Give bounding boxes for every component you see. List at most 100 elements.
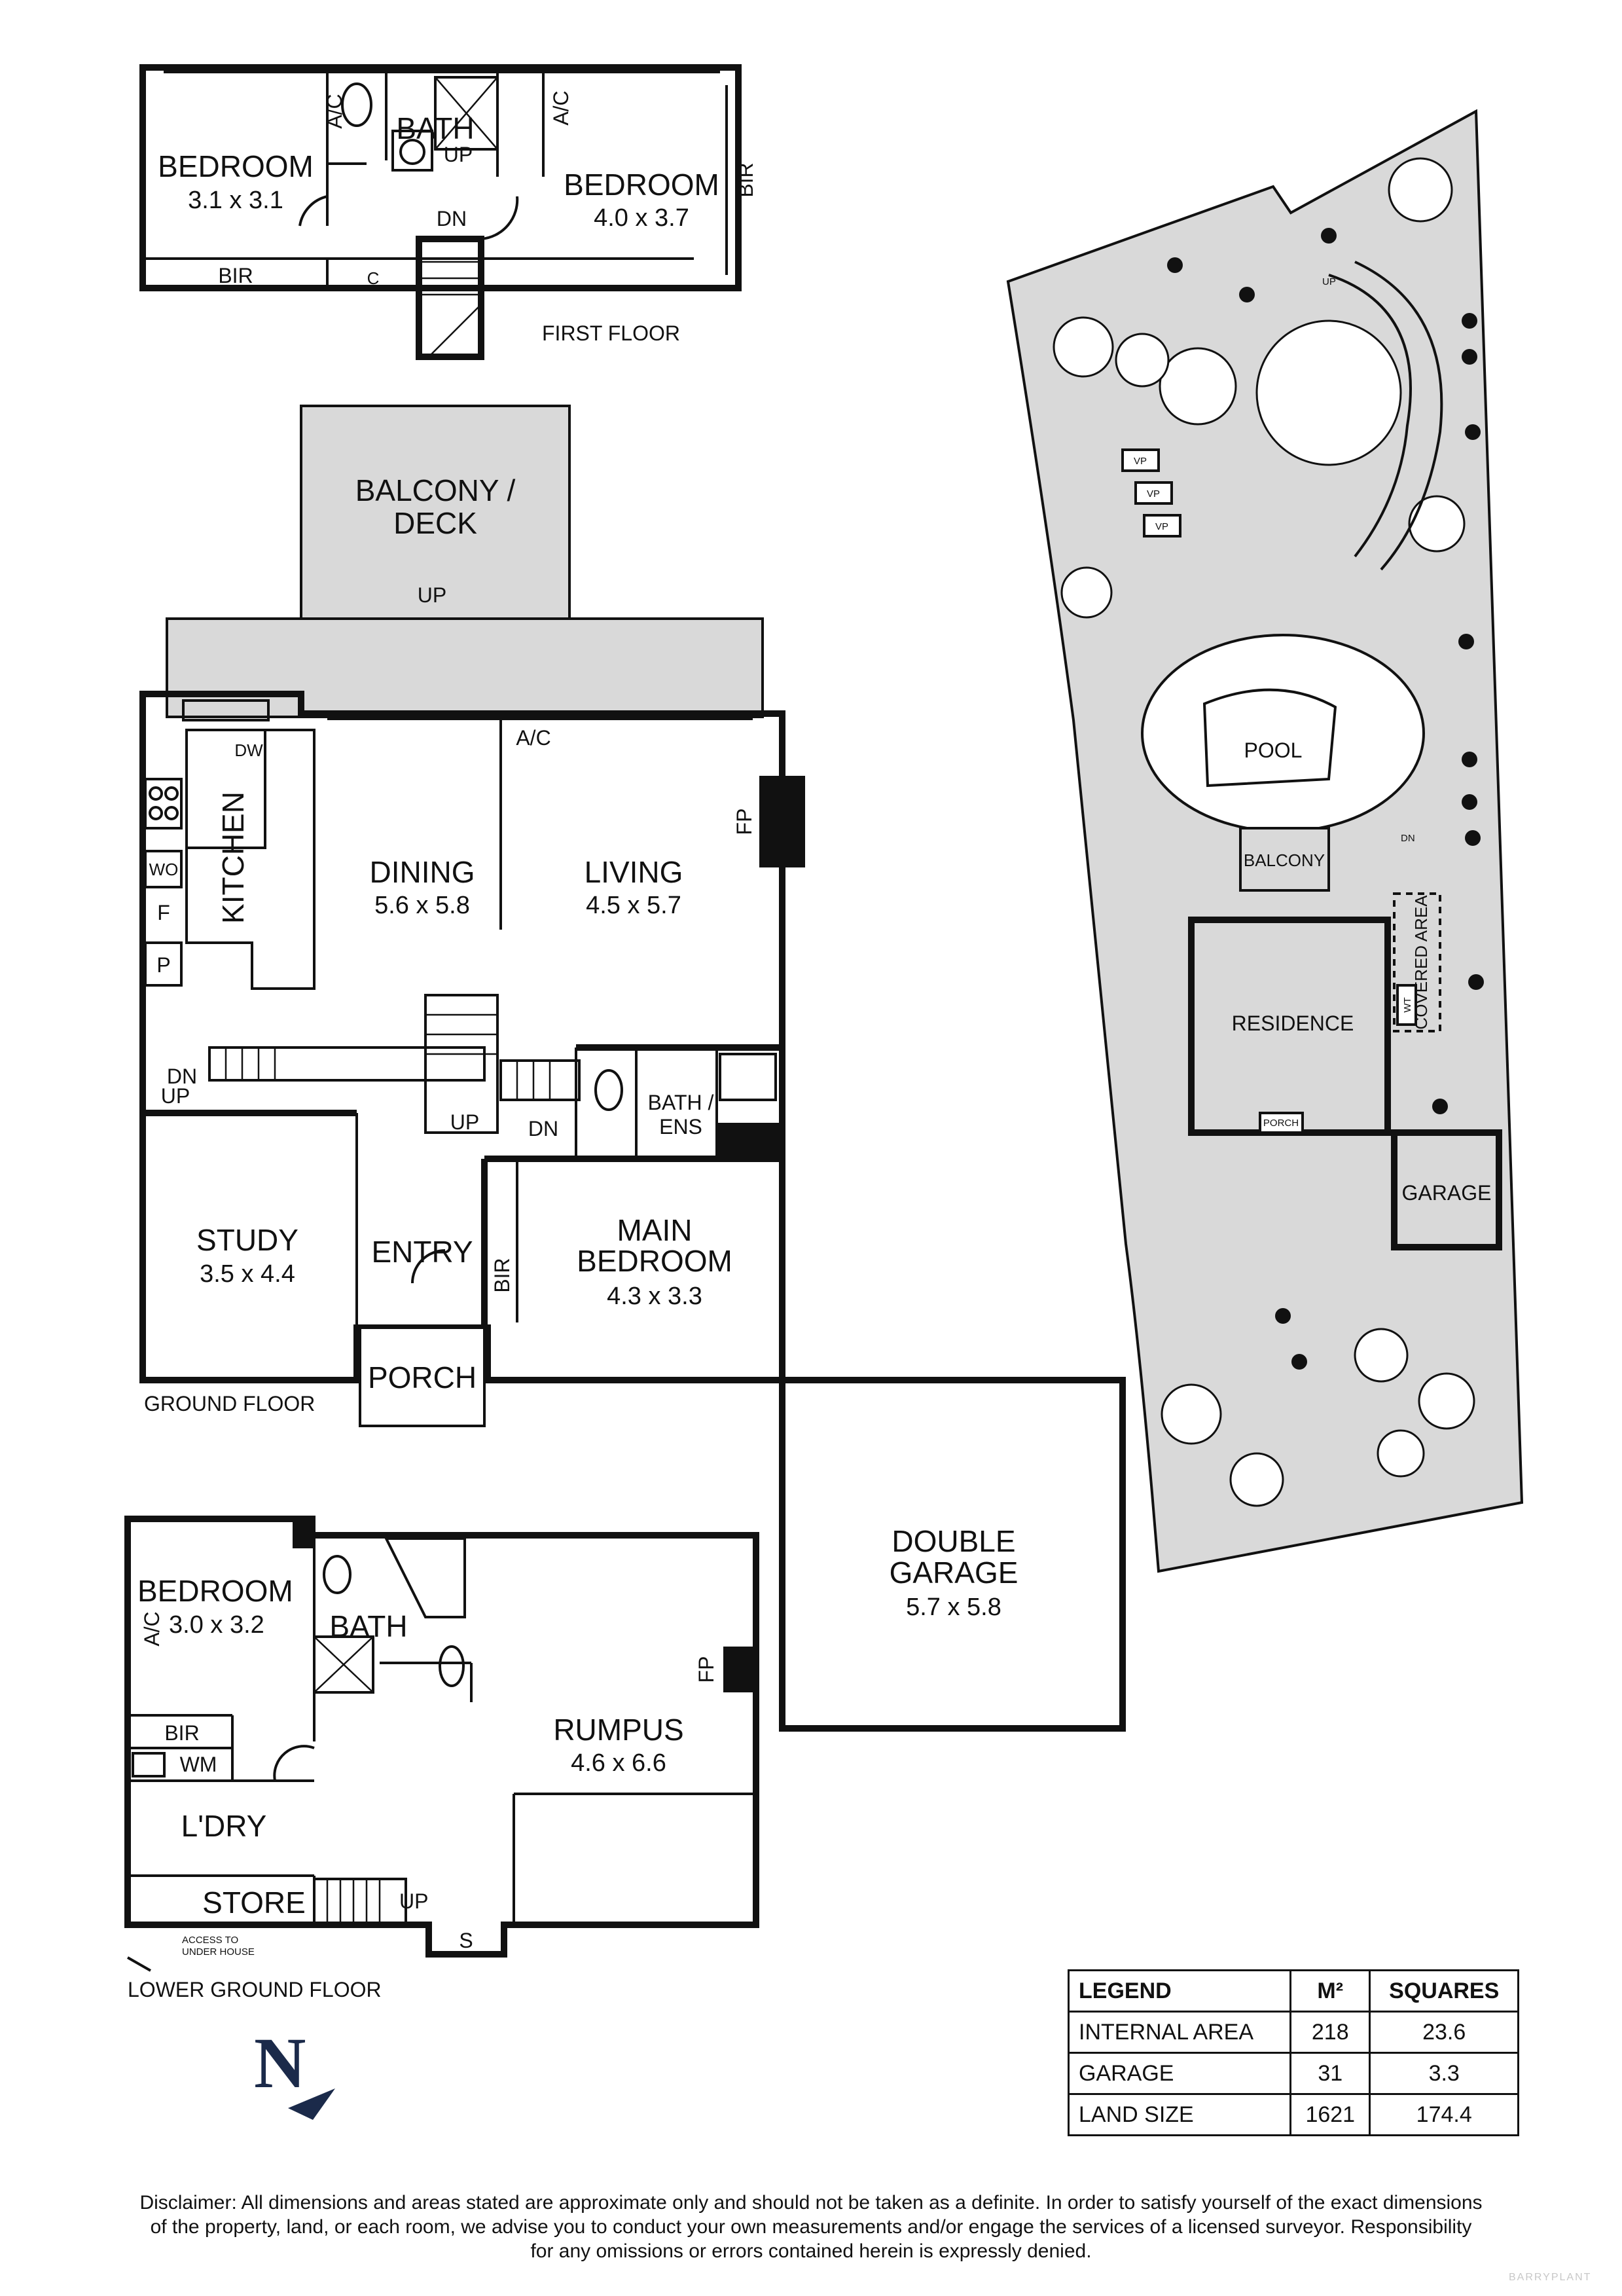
lower-bedroom-dims: 3.0 x 3.2 xyxy=(169,1611,264,1639)
garage-dims: 5.7 x 5.8 xyxy=(906,1594,1001,1621)
legend-row-land: LAND SIZE 1621 174.4 xyxy=(1067,2093,1519,2136)
watermark-logo: BARRYPLANT xyxy=(1509,2272,1592,2283)
rumpus-label: RUMPUS xyxy=(553,1713,683,1747)
stair-dn-mark: DN xyxy=(528,1117,558,1140)
main-bedroom-label: MAIN xyxy=(617,1213,693,1247)
left-stair-dn-mark: DN xyxy=(167,1065,197,1088)
site-pool-label: POOL xyxy=(1244,738,1303,762)
site-balcony-label: BALCONY xyxy=(1244,850,1325,870)
entry-label: ENTRY xyxy=(371,1235,473,1269)
first-cupboard: C xyxy=(367,268,380,288)
study-label: STUDY xyxy=(196,1223,298,1257)
legend-cell: 1621 xyxy=(1289,2093,1371,2136)
lower-bedroom-label: BEDROOM xyxy=(137,1574,293,1608)
dining-dims: 5.6 x 5.8 xyxy=(374,892,470,919)
area-legend-table: LEGEND M² SQUARES INTERNAL AREA 218 23.6… xyxy=(1067,1969,1519,2136)
site-wt-label: WT xyxy=(1402,997,1413,1012)
first-stair-dn: DN xyxy=(437,207,467,230)
living-dims: 4.5 x 5.7 xyxy=(586,892,681,919)
north-arrow-icon xyxy=(288,2088,335,2120)
stair-up-mark: UP xyxy=(450,1110,479,1134)
legend-header-row: LEGEND M² SQUARES xyxy=(1067,1969,1519,2013)
disclaimer-line: of the property, land, or each room, we … xyxy=(150,2216,1472,2238)
dining-label: DINING xyxy=(370,855,475,889)
left-stair-up-mark: UP xyxy=(161,1084,190,1108)
ensuite-label: BATH / xyxy=(648,1091,714,1114)
garage-label: DOUBLE xyxy=(892,1524,1015,1558)
lower-ac-mark: A/C xyxy=(140,1611,164,1646)
legend-row-garage: GARAGE 31 3.3 xyxy=(1067,2052,1519,2095)
rumpus-dims: 4.6 x 6.6 xyxy=(571,1749,666,1777)
legend-cell: LAND SIZE xyxy=(1067,2093,1292,2136)
lower-bir-label: BIR xyxy=(164,1721,199,1745)
rumpus-fireplace-mark: FP xyxy=(694,1656,718,1683)
study-dims: 3.5 x 4.4 xyxy=(200,1260,295,1288)
main-bedroom-bir-mark: BIR xyxy=(490,1258,514,1292)
site-vp-3: VP xyxy=(1155,521,1168,532)
site-garage-label: GARAGE xyxy=(1402,1181,1492,1205)
first-floor-plan: BEDROOM 3.1 x 3.1 BATH BEDROOM 4.0 x 3.7… xyxy=(139,64,757,360)
disclaimer-line: Disclaimer: All dimensions and areas sta… xyxy=(139,2192,1483,2214)
legend-row-internal: INTERNAL AREA 218 23.6 xyxy=(1067,2011,1519,2054)
living-ac-mark: A/C xyxy=(516,726,550,750)
access-under-house-2: UNDER HOUSE xyxy=(182,1946,255,1958)
kitchen-label: KITCHEN xyxy=(216,792,250,924)
site-porch-label: PORCH xyxy=(1263,1118,1299,1129)
north-letter: N xyxy=(254,2023,306,2103)
first-bir-right: BIR xyxy=(734,162,757,197)
ensuite-label-2: ENS xyxy=(659,1115,702,1139)
legend-cell: 31 xyxy=(1289,2052,1371,2095)
lower-s-mark: S xyxy=(459,1929,473,1952)
legend-cell: 3.3 xyxy=(1369,2052,1519,2095)
ground-floor-name: GROUND FLOOR xyxy=(144,1392,315,1415)
laundry-label: L'DRY xyxy=(181,1809,267,1843)
first-ac-left: A/C xyxy=(323,94,346,128)
legend-cell: 218 xyxy=(1289,2011,1371,2054)
fridge-mark: F xyxy=(157,901,170,924)
site-vp-1: VP xyxy=(1134,456,1147,467)
disclaimer-line: for any omissions or errors contained he… xyxy=(530,2240,1092,2262)
first-bir-bottom: BIR xyxy=(218,264,253,287)
first-bedroom-left-label: BEDROOM xyxy=(158,149,314,183)
disclaimer-text: Disclaimer: All dimensions and areas sta… xyxy=(65,2191,1557,2263)
first-bedroom-right-dims: 4.0 x 3.7 xyxy=(594,204,689,232)
wall-oven-mark: WO xyxy=(149,860,179,879)
legend-cell: 174.4 xyxy=(1369,2093,1519,2136)
legend-cell: INTERNAL AREA xyxy=(1067,2011,1292,2054)
lower-bath-label: BATH xyxy=(329,1609,407,1643)
access-under-house-1: ACCESS TO xyxy=(182,1935,238,1946)
living-label: LIVING xyxy=(585,855,683,889)
legend-cell: 23.6 xyxy=(1369,2011,1519,2054)
site-up-mark: UP xyxy=(1322,276,1336,287)
site-residence-label: RESIDENCE xyxy=(1232,1011,1354,1035)
first-bedroom-right-label: BEDROOM xyxy=(564,168,719,202)
legend-header-legend: LEGEND xyxy=(1067,1969,1292,2013)
first-floor-name: FIRST FLOOR xyxy=(542,321,680,345)
north-compass: N xyxy=(254,2023,335,2120)
site-vp-2: VP xyxy=(1147,488,1160,500)
deck-up: UP xyxy=(418,583,446,607)
legend-header-m2: M² xyxy=(1289,1969,1371,2013)
dishwasher-mark: DW xyxy=(234,740,263,760)
site-plan: POOL BALCONY RESIDENCE PORCH COVERED ARE… xyxy=(1006,109,1524,1573)
first-bath-label: BATH xyxy=(396,111,474,145)
legend-cell: GARAGE xyxy=(1067,2052,1292,2095)
store-label: STORE xyxy=(202,1886,306,1920)
living-fireplace-mark: FP xyxy=(732,809,756,835)
first-ac-right: A/C xyxy=(549,90,573,125)
site-dn-mark: DN xyxy=(1401,833,1415,844)
first-bedroom-left-dims: 3.1 x 3.1 xyxy=(188,187,283,214)
pantry-mark: P xyxy=(156,953,170,977)
lower-floor-plan: BEDROOM 3.0 x 3.2 A/C BATH FP RUMPUS 4.6… xyxy=(124,1516,759,2001)
porch-label: PORCH xyxy=(368,1360,477,1394)
balcony-label-2: DECK xyxy=(393,506,477,540)
balcony-label: BALCONY / xyxy=(355,473,516,507)
main-bedroom-dims: 4.3 x 3.3 xyxy=(607,1283,702,1310)
garage-label-2: GARAGE xyxy=(890,1556,1018,1590)
legend-header-squares: SQUARES xyxy=(1369,1969,1519,2013)
ground-floor-plan: BALCONY / DECK UP xyxy=(139,405,1126,1732)
first-stair-up: UP xyxy=(444,143,473,166)
washing-machine-label: WM xyxy=(180,1753,217,1776)
main-bedroom-label-2: BEDROOM xyxy=(577,1244,732,1278)
